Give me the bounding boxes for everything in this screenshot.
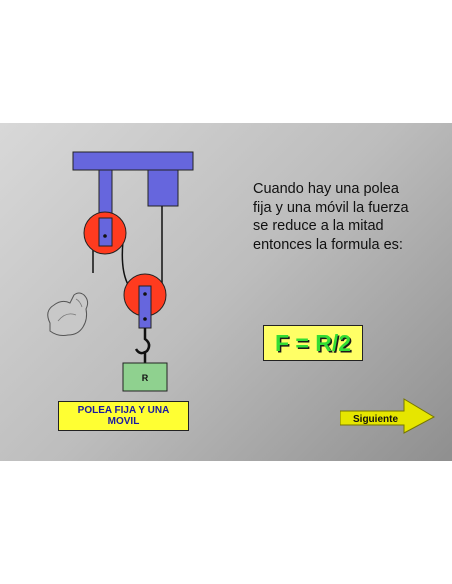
ceiling-beam [72, 151, 194, 171]
weight-label: R [142, 373, 149, 383]
diagram-caption: POLEA FIJA Y UNA MOVIL [58, 401, 189, 431]
weight-block [122, 362, 168, 392]
slide: R Cuando hay una polea fija y una móvil … [0, 123, 452, 461]
flexed-arm-icon [47, 292, 89, 336]
formula-box: F = R/2 [263, 325, 363, 361]
movable-pulley-pin [143, 317, 147, 321]
hook [134, 328, 151, 355]
caption-line: MOVIL [107, 416, 140, 427]
explanation-line: fija y una móvil la fuerza [253, 199, 409, 216]
next-button[interactable]: Siguiente [340, 397, 436, 435]
pulley-diagram: R [47, 151, 194, 392]
explanation-text: Cuando hay una polea fija y una móvil la… [253, 180, 438, 254]
explanation-line: se reduce a la mitad [253, 218, 384, 234]
explanation-line: Cuando hay una polea [253, 181, 399, 197]
arrow-right-icon [340, 398, 436, 434]
explanation-line: entonces la formula es: [253, 236, 403, 253]
movable-pulley-axle [143, 292, 147, 296]
next-button-label: Siguiente [353, 414, 399, 425]
rope-anchor-block [147, 169, 179, 207]
fixed-pulley-axle [103, 234, 107, 238]
fixed-pulley-axle-plate [98, 217, 113, 247]
formula-text: F = R/2 [274, 329, 352, 356]
caption-line: POLEA FIJA Y UNA [77, 405, 170, 416]
